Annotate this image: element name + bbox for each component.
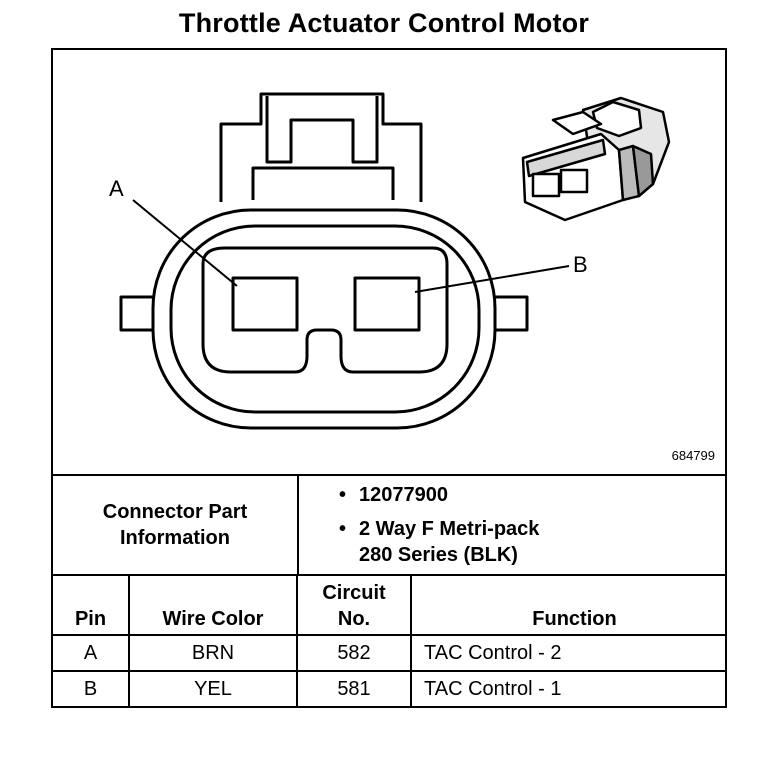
- pinout-table: Pin Wire Color Circuit No. Function A BR…: [53, 576, 725, 706]
- header-circuit-line2: No.: [337, 608, 371, 630]
- row-circuit: 581: [296, 670, 412, 706]
- terminal-a: [231, 276, 299, 332]
- latch-base: [251, 166, 395, 200]
- table-row: B YEL 581 TAC Control - 1: [53, 670, 725, 706]
- part-number-item: • 12077900: [339, 484, 448, 507]
- part-number: 12077900: [359, 484, 448, 506]
- bullet-icon: •: [339, 484, 347, 506]
- description-line1: 2 Way F Metri-pack: [359, 518, 540, 540]
- header-circuit-line1: Circuit: [322, 582, 386, 604]
- row-function: TAC Control - 1: [410, 670, 725, 706]
- connector-info-label-line1: Connector Part: [102, 501, 248, 523]
- row-wire-color: BRN: [128, 634, 298, 672]
- latch-outer: [219, 92, 423, 202]
- page-title: Throttle Actuator Control Motor: [178, 8, 590, 38]
- side-ear-right: [495, 295, 529, 332]
- row-function: TAC Control - 2: [410, 634, 725, 672]
- table-row: A BRN 582 TAC Control - 2: [53, 634, 725, 672]
- row-pin: B: [53, 670, 130, 706]
- terminal-cavity: [201, 246, 449, 374]
- connector-diagram: A B 684799: [53, 50, 725, 476]
- description-line2: 280 Series (BLK): [359, 544, 518, 566]
- latch-tab: [265, 96, 379, 164]
- connector-info-label-line2: Information: [120, 527, 230, 549]
- header-wire-color: Wire Color: [128, 576, 298, 636]
- housing-outer: [151, 208, 497, 430]
- row-wire-color: YEL: [128, 670, 298, 706]
- connector-info-label: Connector Part Information: [53, 476, 299, 576]
- terminal-b: [353, 276, 421, 332]
- header-circuit: Circuit No.: [296, 576, 412, 636]
- bullet-icon: •: [339, 518, 347, 540]
- figure-reference-id: 684799: [671, 448, 715, 463]
- header-pin: Pin: [53, 576, 130, 636]
- connector-3d-illustration: [521, 96, 671, 222]
- pin-b-callout: B: [573, 252, 588, 277]
- description-item: • 2 Way F Metri-pack: [339, 518, 539, 541]
- pinout-header-row: Pin Wire Color Circuit No. Function: [53, 576, 725, 636]
- header-function: Function: [410, 576, 725, 636]
- side-ear-left: [119, 295, 153, 332]
- pin-a-callout: A: [109, 176, 124, 201]
- row-pin: A: [53, 634, 130, 672]
- connector-sheet: A B 684799 Connector Part Information • 1…: [51, 48, 727, 708]
- housing-inner: [169, 224, 481, 414]
- row-circuit: 582: [296, 634, 412, 672]
- connector-face-drawing: [119, 92, 671, 430]
- connector-info-values: • 12077900 • 2 Way F Metri-pack 280 Series…: [299, 476, 725, 576]
- leader-a: [132, 199, 238, 287]
- leader-b: [414, 265, 570, 293]
